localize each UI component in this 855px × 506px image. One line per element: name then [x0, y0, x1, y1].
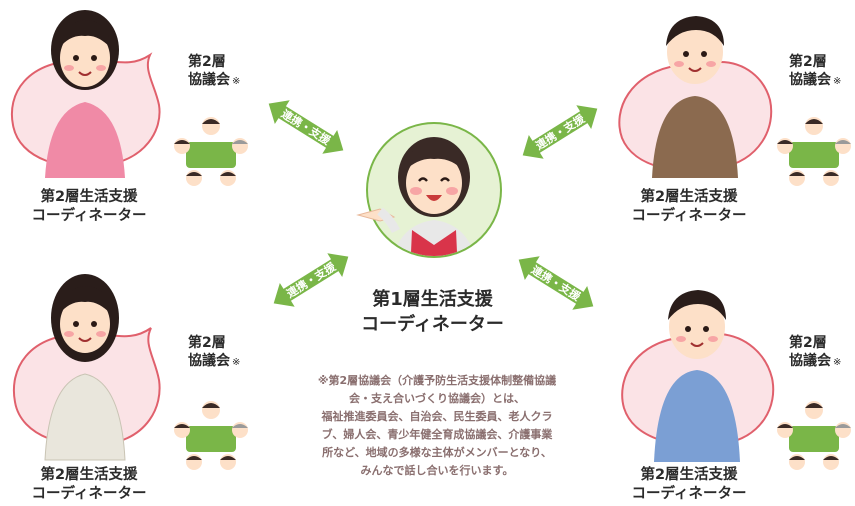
council-line1: 第2層	[789, 335, 827, 351]
council-line2: 協議会	[188, 353, 230, 369]
council-label-top-left: 第2層 協議会※	[188, 53, 240, 91]
council-note-mark: ※	[833, 357, 842, 368]
first-layer-coordinator-illustration	[356, 122, 502, 258]
council-label-bottom-left: 第2層 協議会※	[188, 334, 240, 372]
council-line1: 第2層	[188, 54, 226, 70]
council-note-mark: ※	[232, 76, 241, 87]
council-meeting-illustration-top-right	[777, 117, 851, 186]
top-right-coordinator-illustration	[618, 16, 773, 178]
coordinator-line1: 第2層生活支援	[40, 189, 138, 205]
note-line1: ※第2層協議会（介護予防生活支援体制整備協議	[317, 374, 557, 387]
center-title-line1: 第1層生活支援	[372, 289, 493, 310]
note-line5: 所など、地域の多様な主体がメンバーとなり、	[322, 446, 552, 459]
council-meeting-illustration-bottom-right	[777, 401, 851, 470]
arrow-label: 連携・支援	[279, 106, 334, 148]
note-line2: 会・支え合いづくり協議会）とは、	[349, 392, 525, 405]
coordinator-line2: コーディネーター	[631, 486, 747, 502]
note-line4: ブ、婦人会、青少年健全育成協議会、介護事業	[321, 428, 553, 441]
council-line2: 協議会	[789, 353, 831, 369]
arrow-label: 連携・支援	[284, 259, 339, 301]
second-layer-coordinator-label-bottom-left: 第2層生活支援 コーディネーター	[14, 466, 164, 504]
council-meeting-illustration-top-left	[174, 117, 248, 186]
note-line6: みんなで話し合いを行います。	[360, 464, 514, 477]
council-definition-note: ※第2層協議会（介護予防生活支援体制整備協議 会・支え合いづくり協議会）とは、 …	[278, 372, 596, 480]
council-line2: 協議会	[789, 72, 831, 88]
center-title-line2: コーディネーター	[361, 314, 504, 335]
council-line1: 第2層	[789, 54, 827, 70]
note-line3: 福祉推進委員会、自治会、民生委員、老人クラ	[321, 410, 553, 423]
bottom-right-coordinator-illustration	[621, 290, 775, 462]
arrow-top-right: 連携・支援	[515, 96, 605, 168]
council-meeting-illustration-bottom-left	[174, 401, 248, 470]
coordinator-line2: コーディネーター	[631, 208, 747, 224]
coordinator-line2: コーディネーター	[31, 208, 147, 224]
second-layer-coordinator-label-top-right: 第2層生活支援 コーディネーター	[614, 188, 764, 226]
second-layer-coordinator-label-top-left: 第2層生活支援 コーディネーター	[14, 188, 164, 226]
coordinator-line1: 第2層生活支援	[40, 467, 138, 483]
arrow-top-left: 連携・支援	[261, 91, 351, 163]
coordinator-line1: 第2層生活支援	[640, 189, 738, 205]
top-left-coordinator-illustration	[11, 10, 161, 178]
arrow-label: 連携・支援	[529, 262, 584, 304]
council-note-mark: ※	[833, 76, 842, 87]
council-note-mark: ※	[232, 357, 241, 368]
coordinator-line2: コーディネーター	[31, 486, 147, 502]
council-line2: 協議会	[188, 72, 230, 88]
council-label-bottom-right: 第2層 協議会※	[789, 334, 841, 372]
arrow-label: 連携・支援	[533, 111, 588, 153]
coordinator-line1: 第2層生活支援	[640, 467, 738, 483]
first-layer-coordinator-label: 第1層生活支援 コーディネーター	[340, 287, 525, 337]
second-layer-coordinator-label-bottom-right: 第2層生活支援 コーディネーター	[614, 466, 764, 504]
bottom-left-coordinator-illustration	[13, 274, 161, 461]
council-label-top-right: 第2層 協議会※	[789, 53, 841, 91]
council-line1: 第2層	[188, 335, 226, 351]
